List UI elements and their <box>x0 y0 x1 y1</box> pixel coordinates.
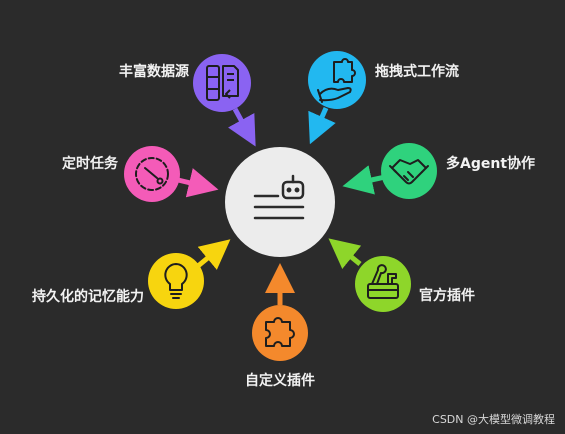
arrow-multi-agent-collaboration <box>342 165 386 195</box>
circle-custom-plugins <box>252 305 308 361</box>
circle-drag-drop-workflow <box>308 51 366 109</box>
handshake-icon <box>389 159 429 185</box>
label-rich-data-sources: 丰富数据源 <box>119 64 189 80</box>
node-rich-data-sources <box>193 54 256 147</box>
label-multi-agent-collaboration: 多Agent协作 <box>446 156 536 172</box>
node-custom-plugins <box>252 263 308 361</box>
node-scheduled-tasks <box>124 146 219 202</box>
label-drag-drop-workflow: 拖拽式工作流 <box>375 64 459 80</box>
center-hub <box>225 147 335 257</box>
toolbox-icon <box>367 264 399 299</box>
arrow-scheduled-tasks <box>177 168 219 198</box>
label-official-plugins: 官方插件 <box>419 288 475 304</box>
node-drag-drop-workflow <box>308 51 366 145</box>
circle-multi-agent-collaboration <box>381 143 437 199</box>
puzzle-piece-icon <box>265 317 295 347</box>
lightbulb-icon <box>164 263 188 299</box>
arrow-official-plugins <box>328 238 362 269</box>
node-persistent-memory <box>148 239 231 309</box>
label-scheduled-tasks: 定时任务 <box>62 156 118 172</box>
node-multi-agent-collaboration <box>342 143 437 199</box>
puzzle-hand-icon <box>317 58 356 103</box>
watermark: CSDN @大模型微调教程 <box>432 413 555 426</box>
arrow-drag-drop-workflow <box>308 106 336 145</box>
label-custom-plugins: 自定义插件 <box>245 373 315 389</box>
arrow-persistent-memory <box>196 239 231 270</box>
layout-document-icon <box>206 65 239 101</box>
arrow-rich-data-sources <box>228 107 256 147</box>
node-official-plugins <box>328 238 411 312</box>
timer-icon <box>135 157 169 191</box>
label-persistent-memory: 持久化的记忆能力 <box>32 289 144 305</box>
center-circle <box>225 147 335 257</box>
robot-document-icon <box>253 174 305 220</box>
circle-persistent-memory <box>148 253 204 309</box>
